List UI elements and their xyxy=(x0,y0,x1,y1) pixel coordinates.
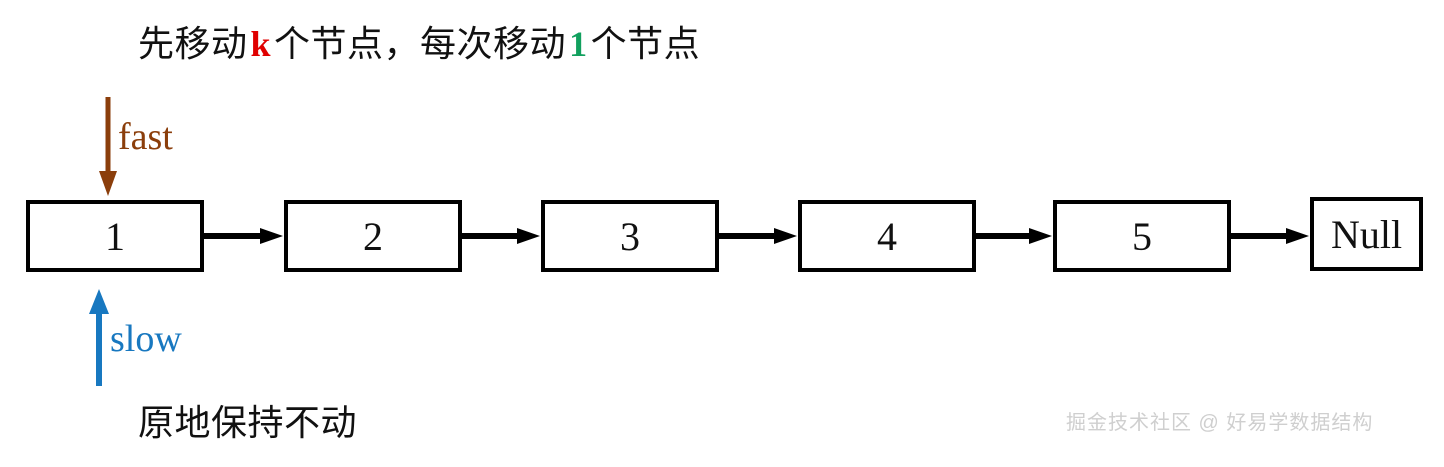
link-arrow-4-to-5-icon xyxy=(976,228,1053,244)
bottom-caption: 原地保持不动 xyxy=(138,402,358,443)
list-node-value: 1 xyxy=(105,213,125,259)
list-node-value: 5 xyxy=(1132,213,1152,259)
list-node-value: 2 xyxy=(363,213,383,259)
title-suffix: 个节点 xyxy=(590,23,701,64)
title-middle: 个节点，每次移动 xyxy=(274,23,567,64)
title-one-variable: 1 xyxy=(569,24,588,64)
slow-pointer-arrow-icon xyxy=(87,288,113,388)
fast-pointer-label: fast xyxy=(118,116,173,158)
list-node-3: 3 xyxy=(541,200,719,272)
slow-pointer-label: slow xyxy=(110,318,182,360)
list-node-5: 5 xyxy=(1053,200,1231,272)
list-node-4: 4 xyxy=(798,200,976,272)
list-node-value: 4 xyxy=(877,213,897,259)
diagram-title: 先移动k个节点，每次移动1个节点 xyxy=(138,22,700,66)
list-node-2: 2 xyxy=(284,200,462,272)
title-k-variable: k xyxy=(250,24,272,64)
title-prefix: 先移动 xyxy=(138,23,248,64)
fast-pointer-arrow-icon xyxy=(96,95,122,197)
link-arrow-1-to-2-icon xyxy=(204,228,284,244)
list-node-1: 1 xyxy=(26,200,204,272)
null-label: Null xyxy=(1330,211,1403,257)
link-arrow-3-to-4-icon xyxy=(719,228,798,244)
list-node-value: 3 xyxy=(620,213,640,259)
link-arrow-2-to-3-icon xyxy=(462,228,541,244)
list-null-terminator: Null xyxy=(1310,197,1423,271)
link-arrow-5-to-null-icon xyxy=(1231,228,1310,244)
watermark: 掘金技术社区 @ 好易学数据结构 xyxy=(1066,412,1374,434)
